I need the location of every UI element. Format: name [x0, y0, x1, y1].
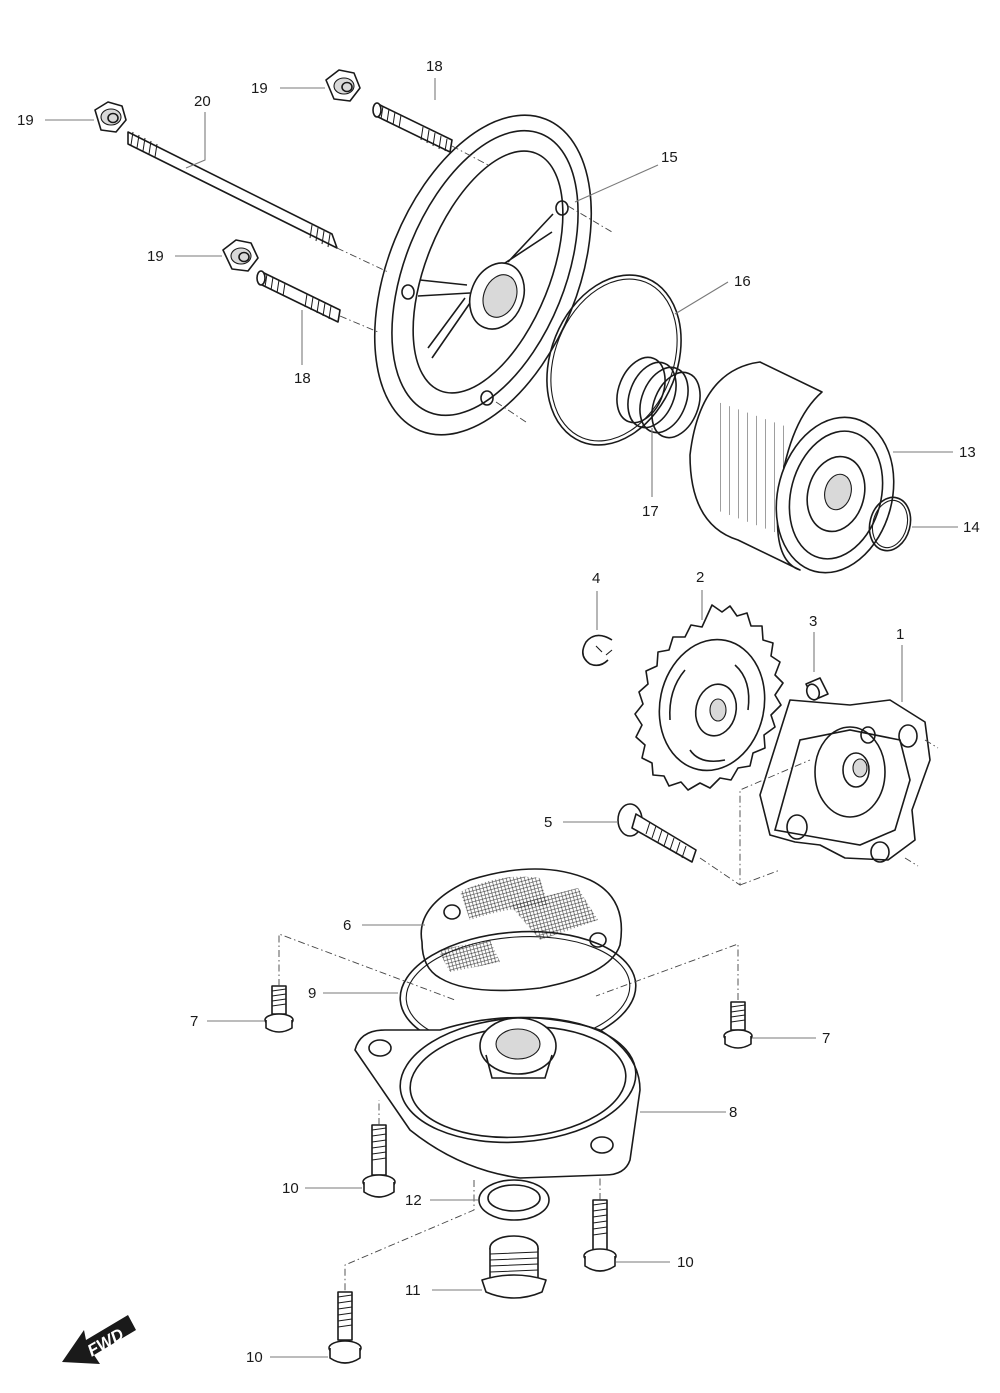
part-10-bolt-right	[583, 1199, 617, 1272]
callout-13: 13	[959, 444, 976, 461]
part-12-sealing-washer	[478, 1179, 550, 1221]
part-3-dowel-pin	[805, 677, 829, 701]
callout-14: 14	[963, 519, 980, 536]
part-18-stud-bottom	[256, 270, 341, 323]
callout-1: 1	[896, 626, 904, 643]
callout-17: 17	[642, 503, 659, 520]
part-14-o-ring	[868, 496, 912, 552]
part-8-strainer-cover	[354, 1016, 641, 1179]
callout-19-top: 19	[251, 80, 268, 97]
callout-4: 4	[592, 570, 600, 587]
callout-10-left: 10	[282, 1180, 299, 1197]
part-11-drain-plug	[481, 1235, 547, 1299]
part-10-bolt-left	[362, 1124, 396, 1198]
part-19-nut-top	[325, 69, 361, 102]
callout-7-left: 7	[190, 1013, 198, 1030]
fwd-direction-badge: FWD	[62, 1315, 136, 1364]
callout-8: 8	[729, 1104, 737, 1121]
callout-20: 20	[194, 93, 211, 110]
part-10-bolt-bottom	[328, 1291, 362, 1364]
callout-2: 2	[696, 569, 704, 586]
part-4-circlip	[582, 634, 613, 667]
callout-12: 12	[405, 1192, 422, 1209]
callout-6: 6	[343, 917, 351, 934]
part-7-bolt-right	[723, 1001, 753, 1049]
part-16-o-ring	[546, 274, 682, 446]
callout-11: 11	[405, 1282, 421, 1299]
callout-9: 9	[308, 985, 316, 1002]
part-1-oil-pump-body	[759, 699, 931, 863]
callout-7-right: 7	[822, 1030, 830, 1047]
part-17-spring	[616, 356, 701, 439]
part-19-nut-left	[94, 101, 127, 133]
callout-16: 16	[734, 273, 751, 290]
callout-10-bottom: 10	[246, 1349, 263, 1366]
part-15-filter-cover	[373, 114, 593, 436]
callout-3: 3	[809, 613, 817, 630]
callout-19-mid: 19	[147, 248, 164, 265]
callout-5: 5	[544, 814, 552, 831]
callout-18-bottom: 18	[294, 370, 311, 387]
part-13-oil-filter	[689, 361, 895, 574]
part-18-stud-top	[372, 102, 453, 153]
part-19-nut-mid	[222, 239, 259, 272]
callout-labels: 1 2 3 4 5 6 7 7 8 9 10 10 10 11 12 13 14…	[17, 58, 980, 1366]
callout-19-left: 19	[17, 112, 34, 129]
part-6-oil-strainer	[420, 868, 623, 992]
part-2-pump-gear	[634, 604, 784, 791]
callout-10-right: 10	[677, 1254, 694, 1271]
part-7-bolt-left	[264, 985, 294, 1033]
callout-18-top: 18	[426, 58, 443, 75]
callout-15: 15	[661, 149, 678, 166]
part-20-long-stud	[127, 131, 338, 249]
leader-lines	[45, 78, 958, 1358]
part-5-screw	[617, 803, 697, 863]
